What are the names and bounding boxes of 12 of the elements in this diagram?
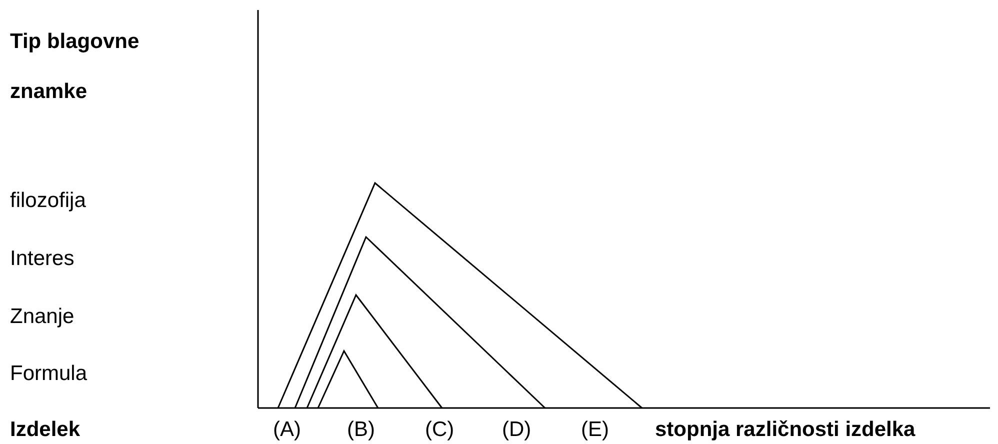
category-label: (E) bbox=[581, 418, 609, 442]
axis-title: Izdelek bbox=[10, 418, 80, 442]
category-label: (B) bbox=[347, 418, 375, 442]
row-label: filozofija bbox=[10, 189, 86, 214]
category-label: (D) bbox=[502, 418, 532, 442]
category-label: (A) bbox=[273, 418, 301, 442]
axis-title: stopnja različnosti izdelka bbox=[655, 418, 916, 442]
row-label: Formula bbox=[10, 362, 88, 386]
row-label: Interes bbox=[10, 247, 74, 272]
row-label: Znanje bbox=[10, 305, 74, 330]
category-label: (C) bbox=[425, 418, 454, 442]
axis-title: Tip blagovne znamke bbox=[10, 29, 140, 105]
